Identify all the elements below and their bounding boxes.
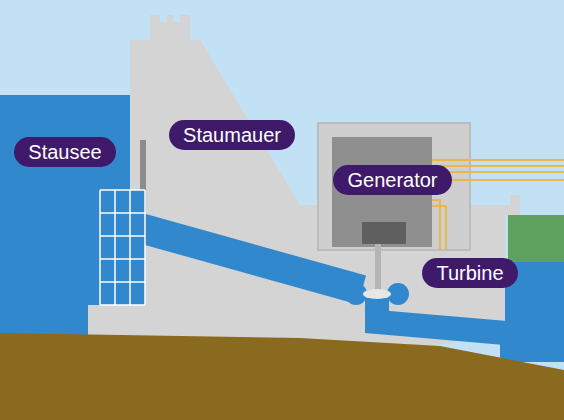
part-label: Staumauer [183,123,281,147]
label-pill: Turbine [422,258,518,288]
part-label: Stausee [28,140,101,164]
label-pill: Generator [333,165,452,195]
label-pill: Staumauer [169,120,295,150]
part-label: Generator [347,168,437,192]
part-label: Turbine [436,261,503,285]
label-pill: Stausee [14,137,116,167]
